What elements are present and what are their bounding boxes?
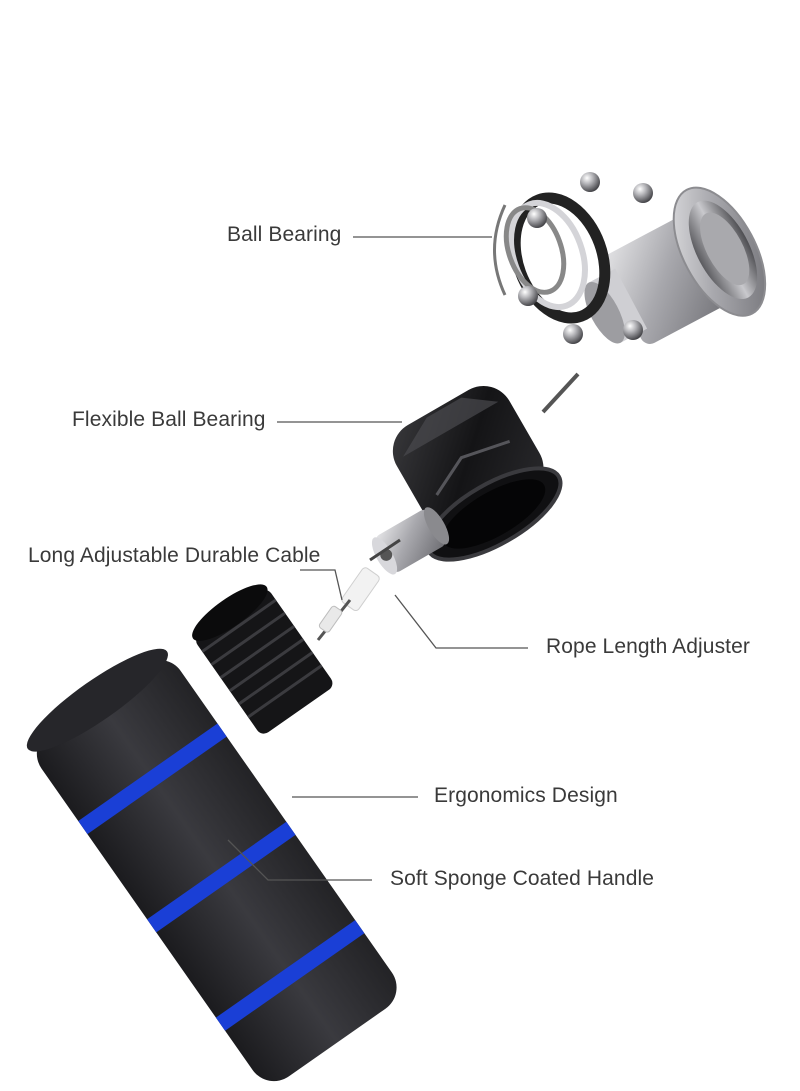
- flexible-ball-bearing-label: Flexible Ball Bearing: [72, 408, 266, 431]
- cable-wire-top: [541, 372, 580, 414]
- soft-sponge-handle-label: Soft Sponge Coated Handle: [390, 867, 655, 890]
- leader-soft-sponge-handle: [227, 839, 372, 881]
- ball-bearing-label: Ball Bearing: [227, 223, 342, 246]
- leader-rope-length-adjuster: [394, 594, 528, 649]
- adjustable-cable: [316, 599, 352, 641]
- ball-bearing-assembly: [493, 172, 767, 344]
- rope-length-adjuster: [341, 507, 450, 612]
- rope-length-adjuster-label: Rope Length Adjuster: [546, 635, 750, 658]
- sponge-handle: [26, 584, 397, 1082]
- leader-lines: [227, 236, 528, 881]
- long-adjustable-cable-label: Long Adjustable Durable Cable: [28, 544, 321, 567]
- flexible-bearing-cap: [392, 386, 563, 562]
- leader-long-cable: [300, 569, 343, 601]
- ergonomics-design-label: Ergonomics Design: [434, 784, 618, 807]
